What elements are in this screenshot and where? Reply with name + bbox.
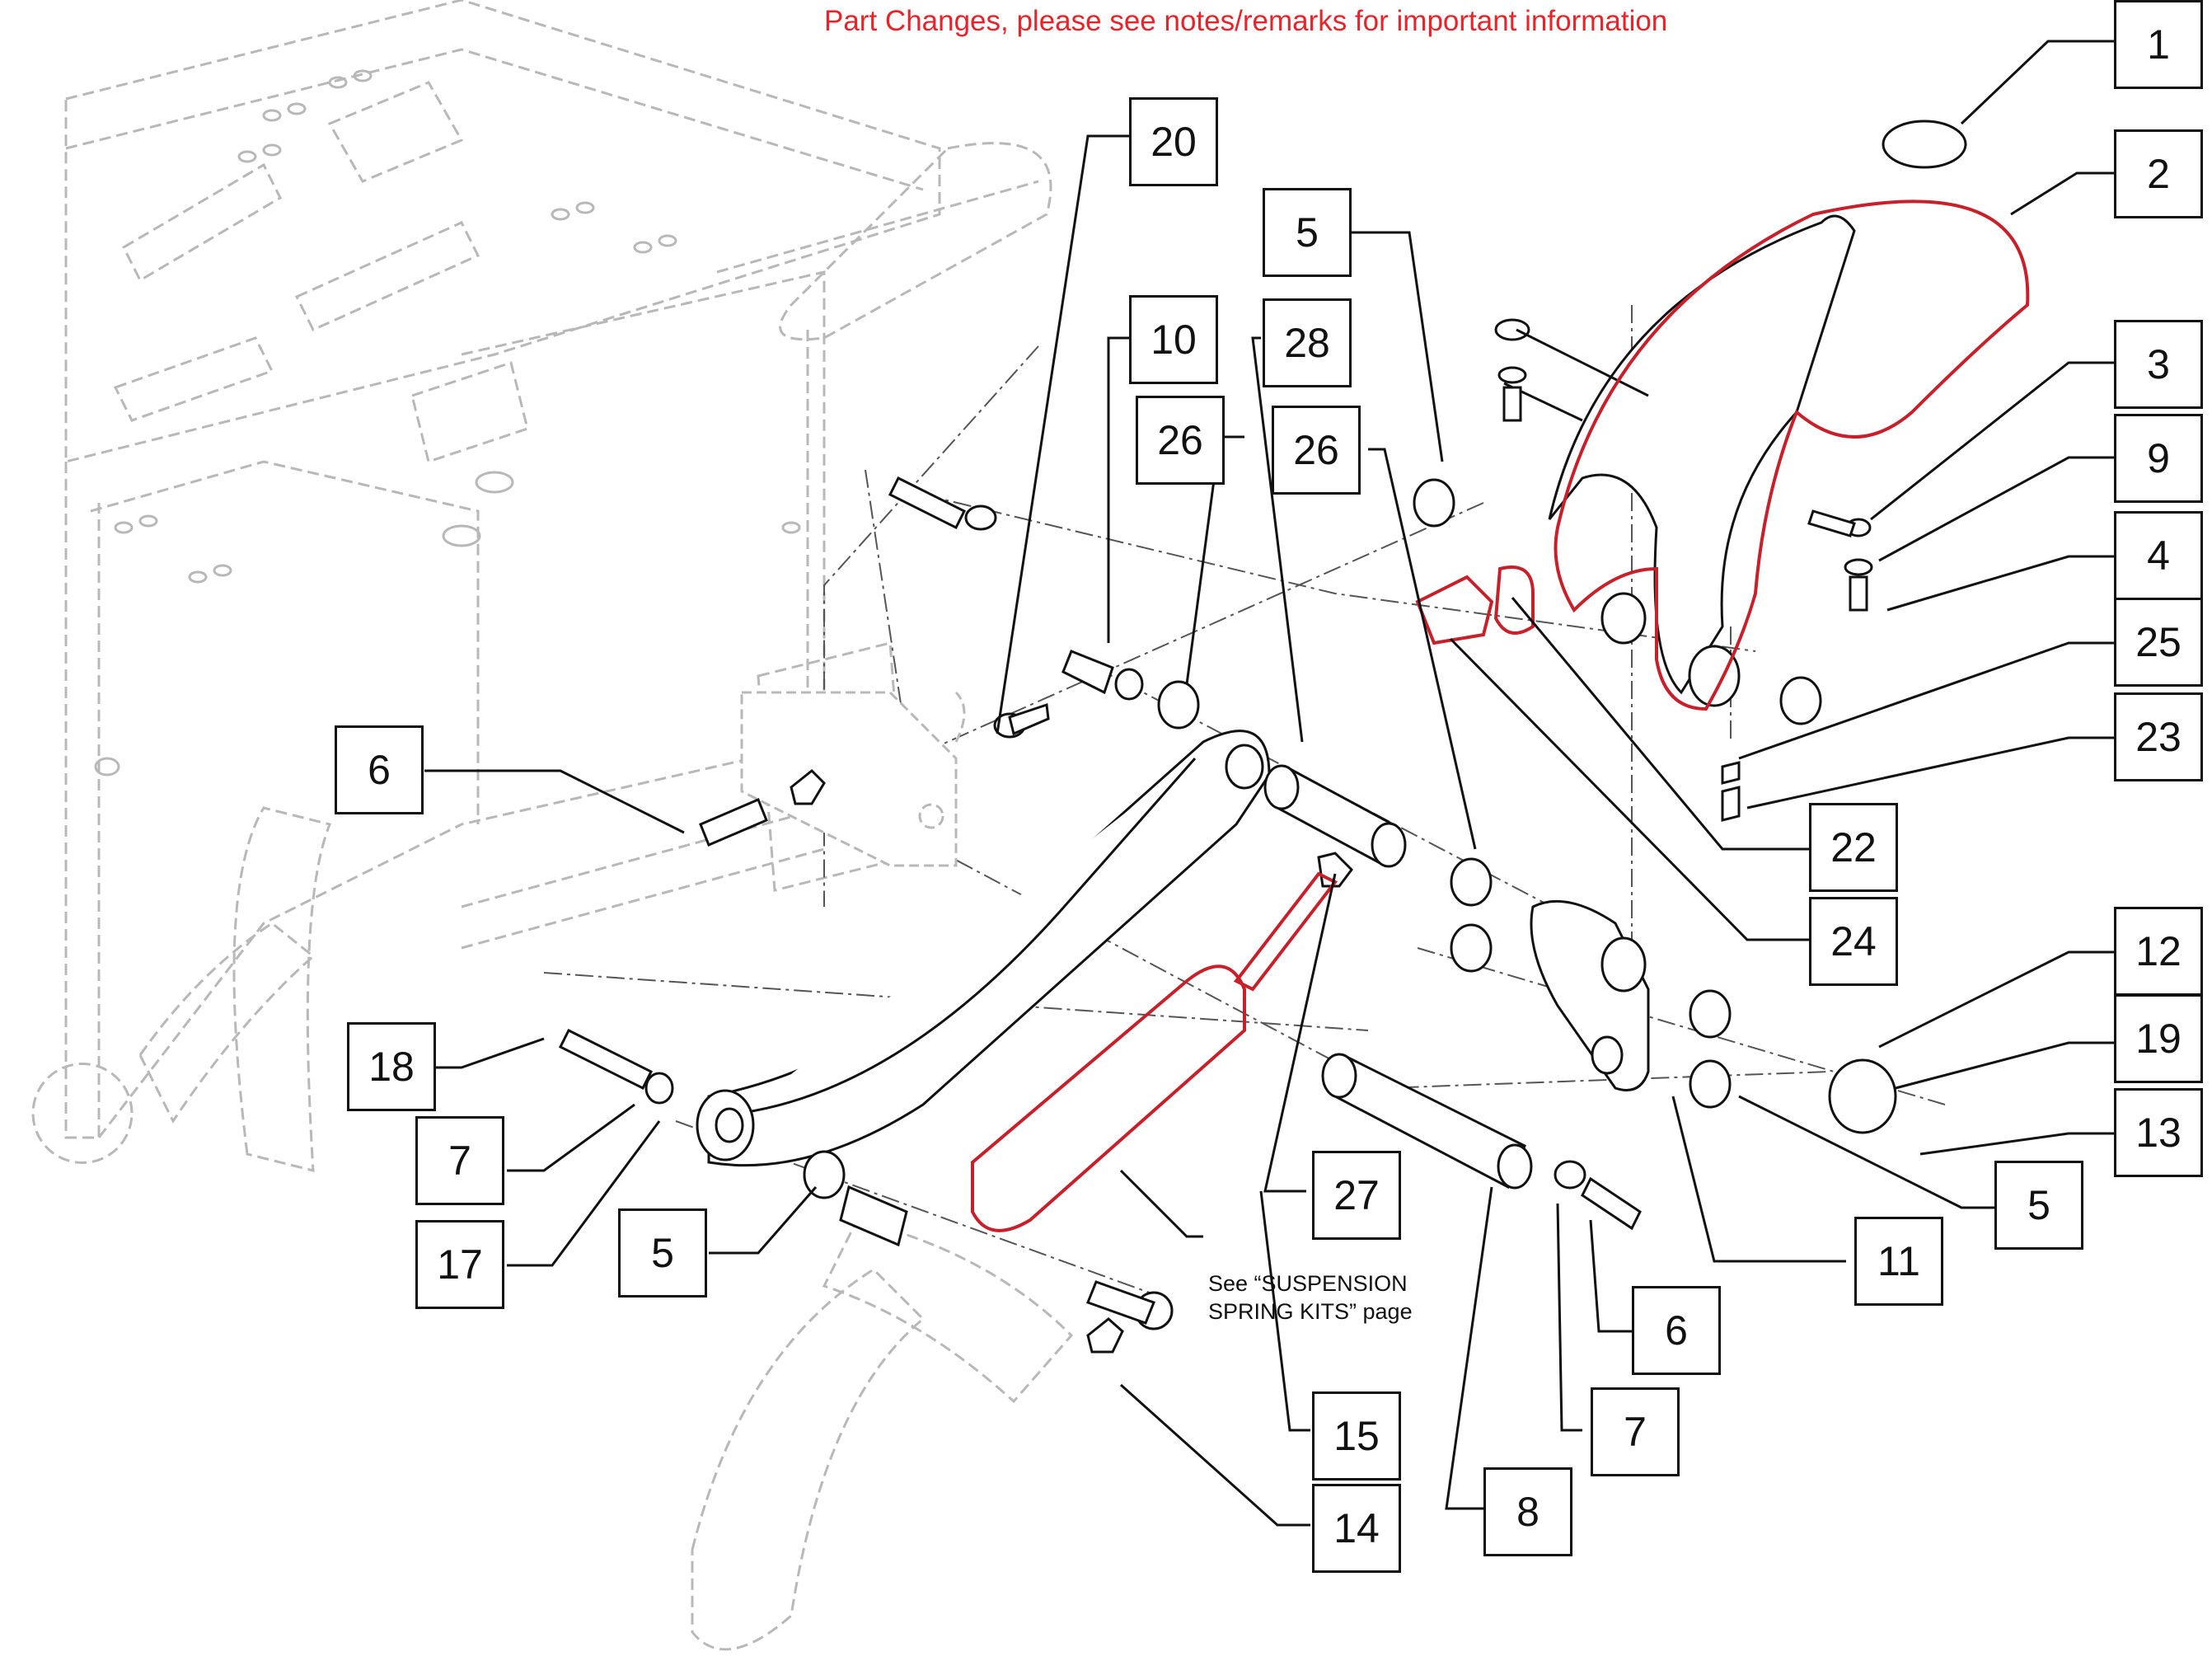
callout-10: 10 xyxy=(1129,295,1218,384)
bumper-highlight xyxy=(1415,575,1494,645)
mounting-block xyxy=(740,691,966,867)
fork-highlight xyxy=(1554,199,2030,711)
fork-body xyxy=(1548,214,1856,707)
callout-5: 5 xyxy=(1263,188,1352,277)
callout-4: 4 xyxy=(2114,511,2203,600)
callout-28: 28 xyxy=(1263,298,1352,387)
suspension-arm xyxy=(696,730,1271,1167)
rear-bracket xyxy=(1530,899,1650,1091)
ghost-chassis-frame xyxy=(31,0,1074,1651)
callout-25: 25 xyxy=(2114,598,2203,687)
spring-highlight xyxy=(1493,565,1535,635)
callout-2: 2 xyxy=(2114,129,2203,218)
callout-26: 26 xyxy=(1136,396,1225,485)
ghost-chassis-holes xyxy=(94,69,801,777)
shock-rod-highlight xyxy=(1233,871,1338,992)
lower-pin xyxy=(1321,1053,1533,1190)
callout-3: 3 xyxy=(2114,320,2203,409)
callout-15: 15 xyxy=(1312,1391,1401,1481)
callout-26: 26 xyxy=(1272,406,1361,495)
callout-18: 18 xyxy=(347,1022,436,1111)
callout-14: 14 xyxy=(1312,1484,1401,1573)
callout-6: 6 xyxy=(335,725,424,814)
callout-20: 20 xyxy=(1129,97,1218,186)
callout-9: 9 xyxy=(2114,414,2203,503)
callout-11: 11 xyxy=(1854,1217,1943,1306)
pivot-tube xyxy=(1263,764,1407,868)
callout-6: 6 xyxy=(1632,1286,1721,1375)
callout-17: 17 xyxy=(415,1220,504,1309)
note-line-2: SPRING KITS” page xyxy=(1208,1299,1413,1324)
note-line-1: See “SUSPENSION xyxy=(1208,1271,1408,1296)
highlighted-changed-parts xyxy=(971,199,2030,1232)
leader-lines xyxy=(424,40,2114,1527)
suspension-spring-note: See “SUSPENSION SPRING KITS” page xyxy=(1208,1269,1455,1326)
callout-22: 22 xyxy=(1809,803,1898,892)
parts-change-notice: Part Changes, please see notes/remarks f… xyxy=(824,5,1668,37)
callout-1: 1 xyxy=(2114,0,2203,89)
callout-27: 27 xyxy=(1312,1151,1401,1240)
callout-5: 5 xyxy=(618,1208,707,1298)
callout-19: 19 xyxy=(2114,994,2203,1083)
callout-5: 5 xyxy=(1994,1161,2083,1250)
hardware xyxy=(558,120,1967,1354)
shock-highlight xyxy=(971,964,1246,1232)
callout-8: 8 xyxy=(1483,1467,1572,1556)
callout-7: 7 xyxy=(415,1116,504,1205)
callout-13: 13 xyxy=(2114,1088,2203,1177)
callout-7: 7 xyxy=(1591,1387,1680,1476)
callout-23: 23 xyxy=(2114,692,2203,781)
callout-24: 24 xyxy=(1809,897,1898,986)
callout-12: 12 xyxy=(2114,907,2203,996)
